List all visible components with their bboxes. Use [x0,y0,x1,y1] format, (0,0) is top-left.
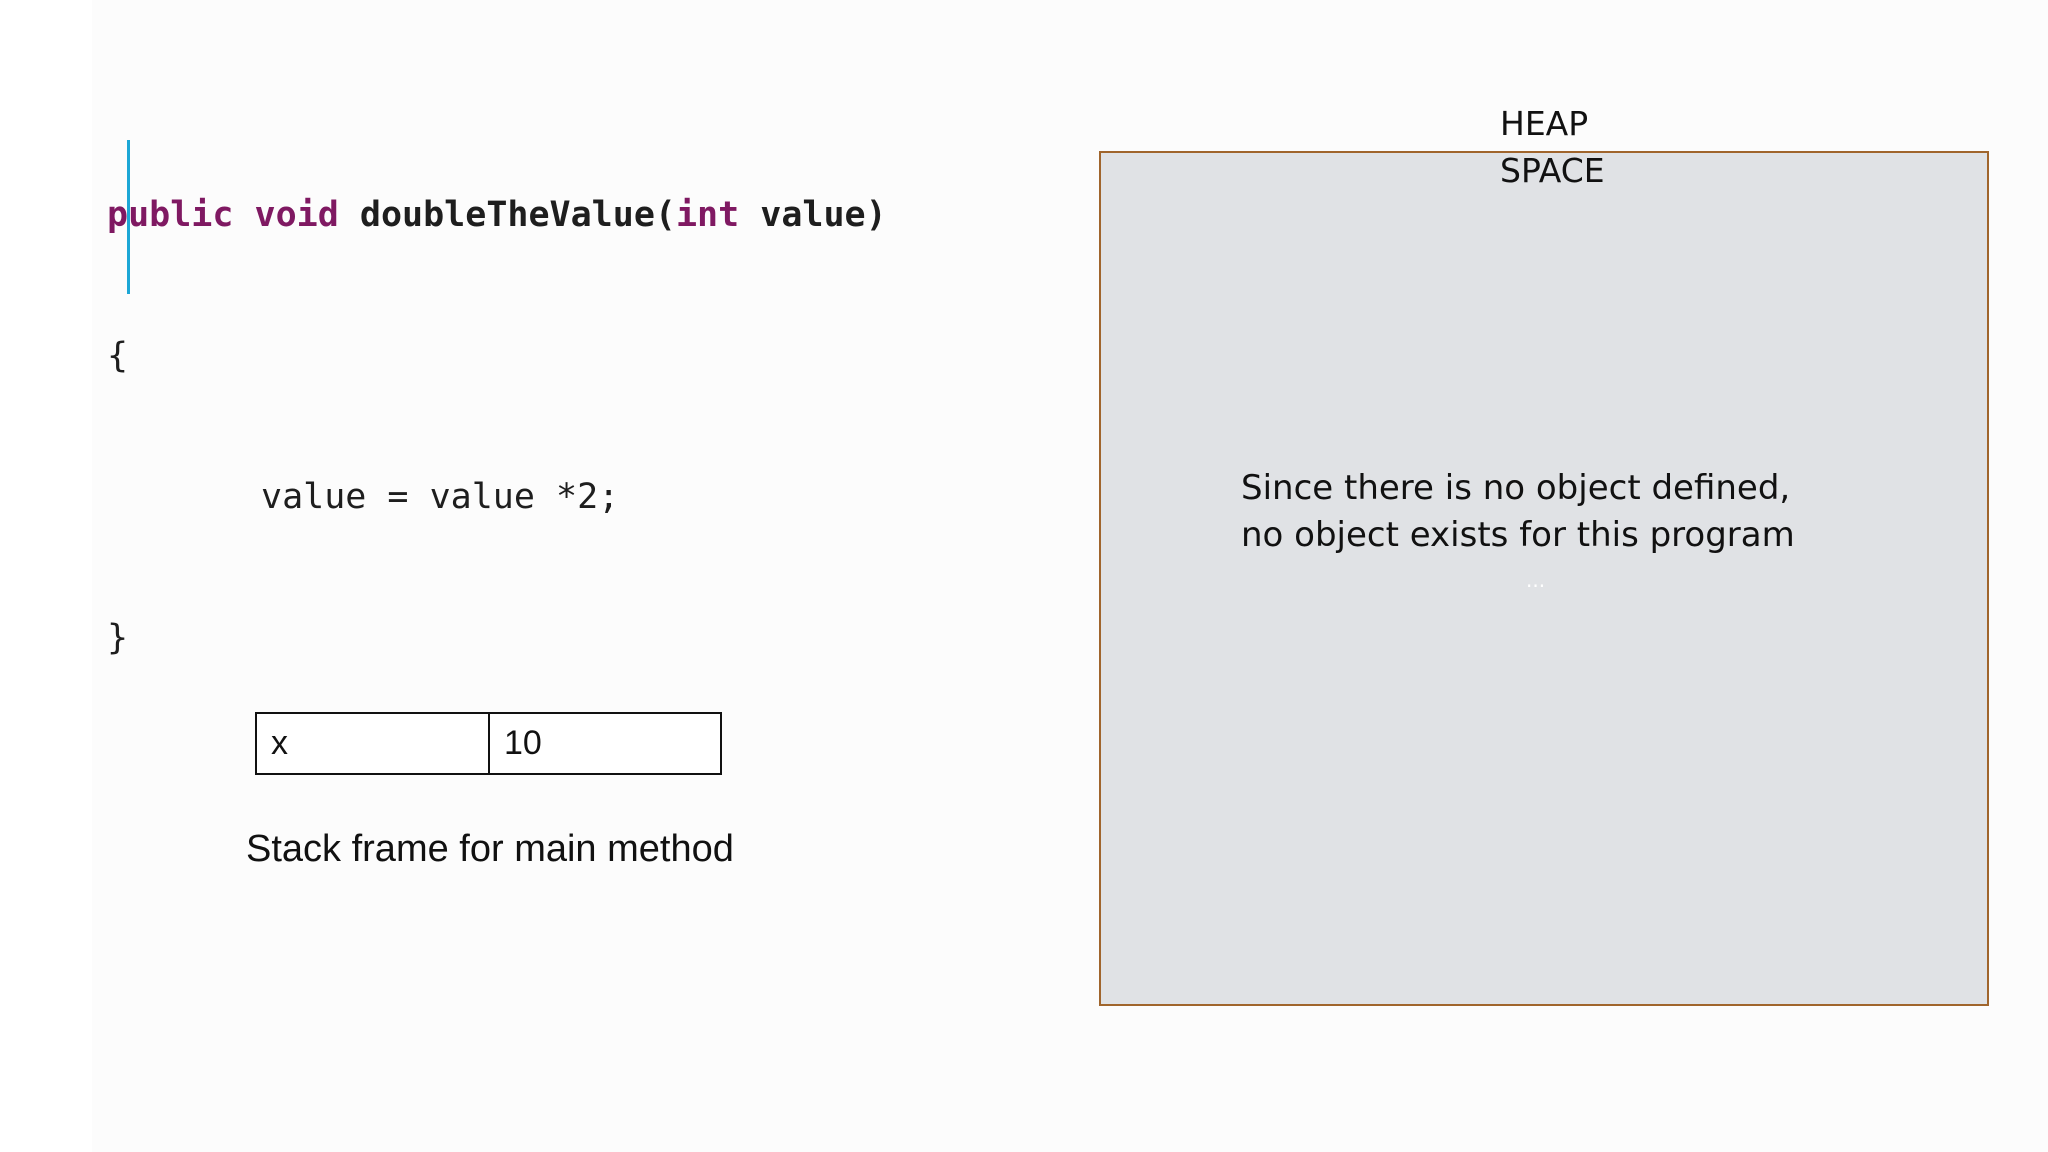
method-signature: public void doubleTheValue(int value) [107,192,887,239]
keyword-int: int [675,195,740,235]
heap-message: Since there is no object defined, no obj… [1241,465,1861,559]
keyword-void: void [254,195,339,235]
open-brace: { [107,336,129,376]
heap-space-box [1099,151,1989,1006]
code-snippet: public void doubleTheValue(int value) { … [107,98,887,709]
heap-space-title: HEAP SPACE [1500,100,1605,194]
stack-variable-name: x [257,714,490,773]
heap-ellipsis: ... [1526,568,1546,592]
keyword-public: public [107,195,234,235]
heap-title-line2: SPACE [1500,151,1605,190]
heap-title-line1: HEAP [1500,104,1589,143]
stack-frame-caption: Stack frame for main method [246,828,734,870]
heap-message-line1: Since there is no object defined, [1241,468,1791,508]
stack-frame-table: x 10 [255,712,722,775]
stack-variable-value: 10 [504,724,542,762]
method-body: value = value *2; [261,477,620,517]
close-brace: } [107,618,129,658]
method-parameter: value) [760,195,887,235]
heap-message-line2: no object exists for this program [1241,515,1795,555]
text-cursor-bar [127,140,130,294]
method-name: doubleTheValue( [359,195,676,235]
